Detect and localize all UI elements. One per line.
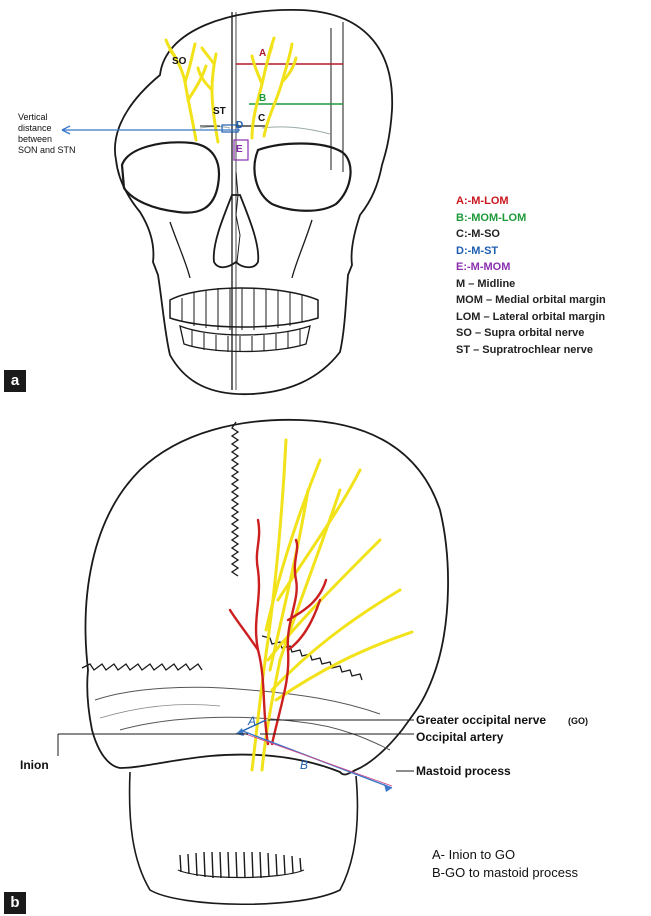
panel-tag-b: b — [4, 892, 26, 914]
skull-outline — [115, 10, 392, 394]
label-b: B — [259, 93, 266, 104]
sagittal-suture — [232, 422, 238, 576]
key-item: A- Inion to GO — [432, 846, 578, 864]
label-mastoid-process: Mastoid process — [416, 764, 511, 778]
legend-item: B:-MOM-LOM — [456, 210, 606, 227]
label-b-b: B — [300, 758, 308, 772]
label-d: D — [236, 120, 243, 131]
label-st: ST — [213, 106, 226, 117]
lambdoid-suture-left — [82, 664, 202, 670]
measurement-key-b: A- Inion to GO B-GO to mastoid process — [432, 846, 578, 882]
left-orbit — [122, 142, 219, 212]
key-item: B-GO to mastoid process — [432, 864, 578, 882]
label-a: A — [259, 48, 266, 59]
label-inion: Inion — [20, 758, 49, 772]
label-so: SO — [172, 56, 186, 67]
vertical-distance-label: Vertical distance between SON and STN — [18, 112, 76, 156]
legend-item: MOM – Medial orbital margin — [456, 292, 606, 309]
mandible — [130, 772, 358, 904]
legend-item: LOM – Lateral orbital margin — [456, 309, 606, 326]
label-go-abbrev: (GO) — [568, 716, 588, 726]
label-c: C — [258, 113, 265, 124]
label-greater-occipital-nerve: Greater occipital nerve — [416, 713, 546, 727]
legend-item: E:-M-MOM — [456, 259, 606, 276]
legend-item: A:-M-LOM — [456, 193, 606, 210]
label-occipital-artery: Occipital artery — [416, 730, 503, 744]
panel-a: SO ST A B C D E Vertical distance betwee… — [0, 0, 651, 400]
right-orbit — [254, 144, 350, 211]
legend-item: M – Midline — [456, 276, 606, 293]
legend-item: D:-M-ST — [456, 243, 606, 260]
label-e: E — [236, 144, 243, 155]
legend-a: A:-M-LOM B:-MOM-LOM C:-M-SO D:-M-ST E:-M… — [456, 193, 606, 358]
legend-item: C:-M-SO — [456, 226, 606, 243]
lower-teeth — [180, 326, 310, 352]
panel-tag-a: a — [4, 370, 26, 392]
cranium-outline — [86, 420, 449, 775]
upper-teeth — [170, 288, 318, 327]
panel-b: Greater occipital nerve (GO) Occipital a… — [0, 400, 651, 916]
skull-back-illustration — [0, 400, 651, 916]
label-a-b: A — [248, 714, 256, 728]
legend-item: ST – Supratrochlear nerve — [456, 342, 606, 359]
legend-item: SO – Supra orbital nerve — [456, 325, 606, 342]
